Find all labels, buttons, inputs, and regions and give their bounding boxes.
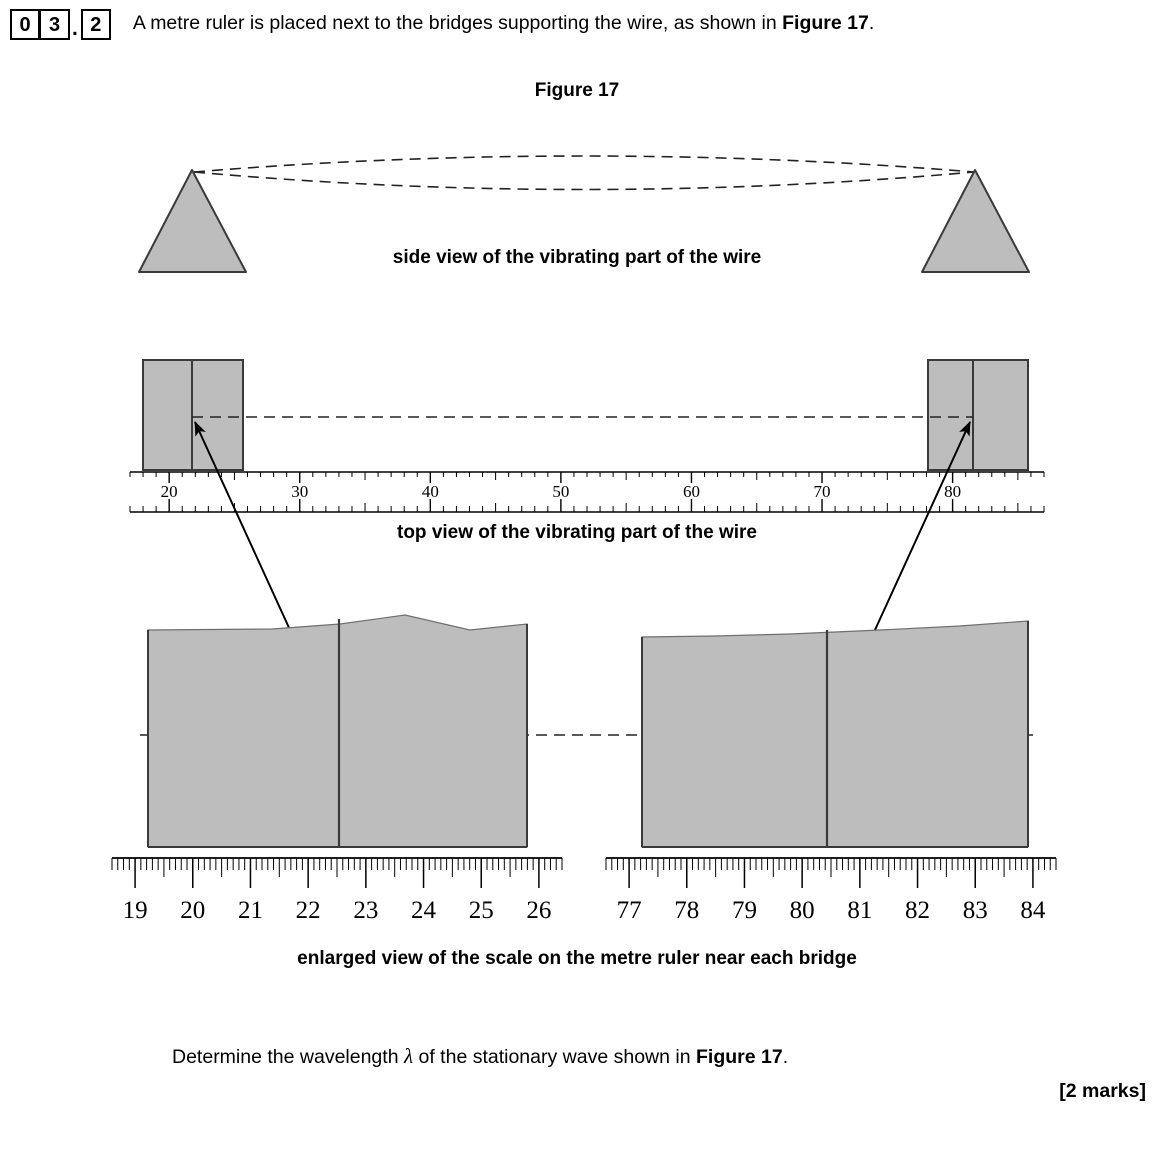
enlarged-right-label-78: 78 bbox=[674, 897, 699, 924]
arrow-left-up bbox=[194, 421, 339, 736]
marks-label: [2 marks] bbox=[1059, 1080, 1146, 1102]
enlarged-left-label-22: 22 bbox=[296, 897, 321, 924]
enlarged-right-label-83: 83 bbox=[963, 897, 988, 924]
ruler-label-40: 40 bbox=[422, 482, 439, 501]
question-number-separator: . bbox=[72, 16, 78, 40]
bridge-right-block bbox=[927, 359, 1029, 471]
task-figure-ref: Figure 17 bbox=[695, 1046, 783, 1068]
caption-top-view: top view of the vibrating part of the wi… bbox=[397, 522, 757, 543]
wire-envelope-lower bbox=[193, 171, 975, 191]
ruler-label-60: 60 bbox=[683, 482, 700, 501]
question-header: 0 3 . 2 A metre ruler is placed next to … bbox=[10, 8, 1154, 40]
enlarged-right-number-labels: 77 78 79 80 81 82 83 84 bbox=[617, 897, 1046, 924]
enlarged-right-block bbox=[641, 620, 1029, 848]
lambda-symbol: λ bbox=[403, 1044, 414, 1068]
arrow-right-down bbox=[826, 421, 971, 736]
enlarged-right-label-80: 80 bbox=[790, 897, 815, 924]
enlarged-left-label-21: 21 bbox=[238, 897, 263, 924]
task-text-middle: of the stationary wave shown in bbox=[413, 1046, 696, 1068]
task-text-before: Determine the wavelength bbox=[172, 1046, 404, 1068]
wire-envelope-upper bbox=[193, 155, 975, 173]
enlarged-view-group: 19 20 21 22 23 24 25 26 77 78 79 80 81 82 83 84 bbox=[111, 614, 1057, 924]
question-stem-text: A metre ruler is placed next to the brid… bbox=[132, 12, 783, 34]
top-view-ruler: 20 30 40 50 60 70 80 bbox=[129, 471, 1045, 513]
ruler-label-70: 70 bbox=[814, 482, 831, 501]
ruler-label-50: 50 bbox=[552, 482, 569, 501]
enlarged-right-label-81: 81 bbox=[847, 897, 872, 924]
arrow-left-down bbox=[194, 421, 339, 736]
arrow-right-up bbox=[826, 421, 971, 736]
enlarged-left-block bbox=[147, 614, 528, 848]
ruler-label-80: 80 bbox=[944, 482, 961, 501]
magnifier-arrows bbox=[194, 421, 971, 736]
figure-title: Figure 17 bbox=[534, 80, 620, 101]
task-prompt: Determine the wavelength λ of the statio… bbox=[172, 1044, 788, 1069]
caption-enlarged-view: enlarged view of the scale on the metre … bbox=[297, 948, 857, 969]
bridge-left-block bbox=[142, 359, 244, 471]
enlarged-left-label-23: 23 bbox=[353, 897, 378, 924]
question-digit-2: 3 bbox=[40, 9, 70, 40]
ruler-label-20: 20 bbox=[161, 482, 178, 501]
question-number: 0 3 . 2 bbox=[10, 9, 111, 40]
caption-side-view: side view of the vibrating part of the w… bbox=[392, 247, 762, 268]
top-view-group: 20 30 40 50 60 70 80 bbox=[129, 359, 1045, 513]
enlarged-left-label-20: 20 bbox=[180, 897, 205, 924]
enlarged-left-label-25: 25 bbox=[469, 897, 494, 924]
question-digit-3: 2 bbox=[80, 9, 111, 40]
task-text-end: . bbox=[782, 1046, 789, 1068]
ruler-label-30: 30 bbox=[291, 482, 308, 501]
ruler-tick-marks bbox=[129, 472, 1045, 512]
question-stem: A metre ruler is placed next to the brid… bbox=[133, 8, 874, 35]
enlarged-left-label-19: 19 bbox=[123, 897, 148, 924]
ruler-number-labels: 20 30 40 50 60 70 80 bbox=[161, 482, 961, 501]
enlarged-right-ruler: 77 78 79 80 81 82 83 84 bbox=[605, 857, 1057, 924]
enlarged-left-ruler: 19 20 21 22 23 24 25 26 bbox=[111, 857, 563, 924]
enlarged-right-label-82: 82 bbox=[905, 897, 930, 924]
enlarged-left-label-24: 24 bbox=[411, 897, 437, 924]
enlarged-right-label-79: 79 bbox=[732, 897, 757, 924]
question-stem-figure-ref: Figure 17 bbox=[782, 12, 869, 34]
enlarged-left-label-26: 26 bbox=[526, 897, 551, 924]
question-stem-tail: . bbox=[868, 12, 875, 34]
question-digit-1: 0 bbox=[10, 9, 40, 40]
enlarged-right-label-84: 84 bbox=[1020, 897, 1046, 924]
enlarged-right-label-77: 77 bbox=[617, 897, 642, 924]
enlarged-right-tick-marks bbox=[605, 858, 1057, 888]
enlarged-left-tick-marks bbox=[111, 858, 563, 888]
enlarged-left-number-labels: 19 20 21 22 23 24 25 26 bbox=[123, 897, 552, 924]
